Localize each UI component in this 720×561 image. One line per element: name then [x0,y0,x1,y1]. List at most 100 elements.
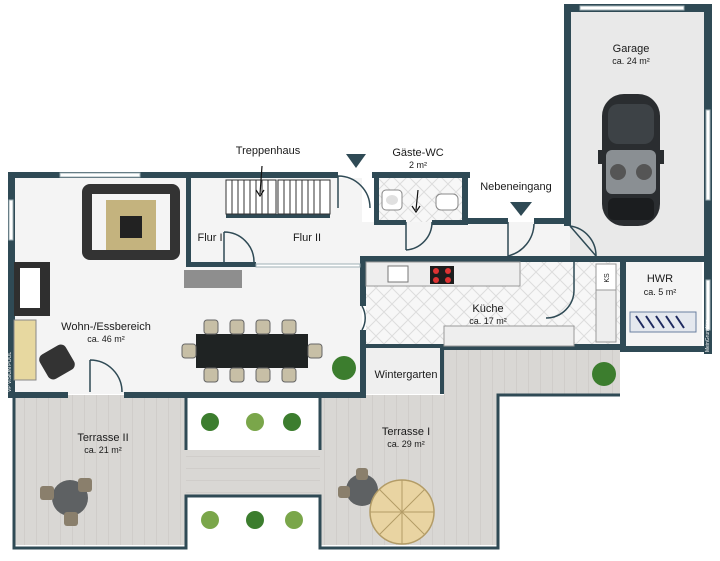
wintergarten-deck [444,350,620,395]
wintergarten-wall-right [440,344,444,394]
plant-icon [201,511,219,529]
kitchen-right-door [545,262,575,319]
vision-pool-mark: VP VISION POOL [7,352,13,392]
house-window-top [59,172,141,178]
nebeneingang-wall-right [534,218,570,224]
house-wall-top-mid [372,172,470,178]
nebeneingang-floor [362,222,570,260]
terrace-border [12,393,620,550]
garage-door [569,225,597,257]
flur-wall-left [186,178,191,264]
wc-arrow [415,189,419,211]
plant-icon [283,413,301,431]
hwr-wall-bottom [620,346,712,352]
plants [201,356,616,529]
terrasse2-name: Terrasse II [77,432,128,444]
wc-door [405,221,433,251]
kitchen-island [443,325,575,347]
hwr-name: HWR [647,273,673,285]
toilet-icon [435,193,459,211]
side-entry-arrow [510,202,532,216]
stair-wall [226,214,330,218]
stairs [225,165,331,215]
wohn-name: Wohn-/Essbereich [61,321,151,333]
hwr-wall-left [620,256,626,352]
armchair-icon [39,344,75,380]
garage-wall-bottom [572,256,704,262]
kitchen-door [361,305,366,331]
flur-door [223,231,255,263]
nebeneingang-wall [468,218,508,224]
wohn-area: ca. 46 m² [87,334,125,344]
wc-wall-bottom-right [432,220,468,225]
terrasse1-name: Terrasse I [382,426,430,438]
hwr-area: ca. 5 m² [644,287,677,297]
stair-treads [231,180,321,214]
flur-wall-bottom [186,262,256,267]
wintergarten-floor [366,348,444,394]
dining-chairs [181,319,323,383]
room-labels: Garage ca. 24 m² Treppenhaus Gäste-WC 2 … [61,43,676,455]
nebeneingang-name: Nebeneingang [480,181,552,193]
hwr-fixtures [629,311,697,333]
patio-table-icon [346,474,378,506]
car-icon [598,94,664,226]
house-wall-top-left [8,172,338,178]
house-wall-left [8,172,15,398]
kitchen-cabinet-right [595,289,617,343]
wc-arrow-head [411,205,421,214]
plant-icon [246,511,264,529]
plant-icon [285,511,303,529]
flur2-name: Flur II [293,232,321,244]
main-entry-arrow [346,154,366,168]
entry-arrows [346,154,532,216]
kitchen-wall-top [360,256,574,262]
kueche-area: ca. 17 m² [469,316,507,326]
kitchen-sink-icon [387,265,409,283]
gaeste-wc-area: 2 m² [409,160,427,170]
terrasse2-area: ca. 21 m² [84,445,122,455]
doors [89,175,597,393]
wc-wall-right [462,172,468,224]
flur-sliding-door [255,263,361,268]
garage-window-right [705,109,711,201]
bookshelf-icon [13,319,37,381]
wintergarten-deck-lower [444,395,498,405]
plant-icon [332,356,356,380]
wc-wall-bottom [374,220,406,225]
stair-arrow-down [259,165,263,195]
living-furniture [13,184,323,383]
coffee-table-icon [120,216,142,238]
house-wall-bottom-mid [124,392,364,398]
dining-table-icon [196,334,308,368]
garage-name: Garage [613,43,650,55]
terrace-door [89,359,123,393]
garage-area: ca. 24 m² [612,56,650,66]
stair-flight-right [277,179,331,215]
kueche-name: Küche [472,303,503,315]
house-wall-bottom-left [8,392,68,398]
ks-label: KS [604,273,611,283]
gaeste-wc-name: Gäste-WC [392,147,443,159]
kitchen-wall-left [360,256,366,306]
hwr-window [705,279,711,331]
windows [8,5,711,331]
treppenhaus-name: Treppenhaus [236,145,301,157]
kitchen-wall-top-right [594,256,626,262]
terrasse1-area: ca. 29 m² [387,439,425,449]
flur1-name: Flur I [197,232,222,244]
stair-arrow-down-head [255,189,265,198]
wc-wall-left [374,172,379,222]
terrasse-middle-deck-strip [186,450,320,496]
kitchen-wall-left-low [360,330,366,398]
nebeneingang-door [507,222,535,257]
grundriss-mark: MeinGrundriss [705,319,711,352]
front-door [337,175,371,209]
wc-fixtures [381,189,459,214]
house-window-left [8,199,14,241]
plant-icon [201,413,219,431]
wintergarten-wall-top [360,344,444,348]
plant-icon [592,362,616,386]
kitchen-wall-bottom [444,344,620,350]
